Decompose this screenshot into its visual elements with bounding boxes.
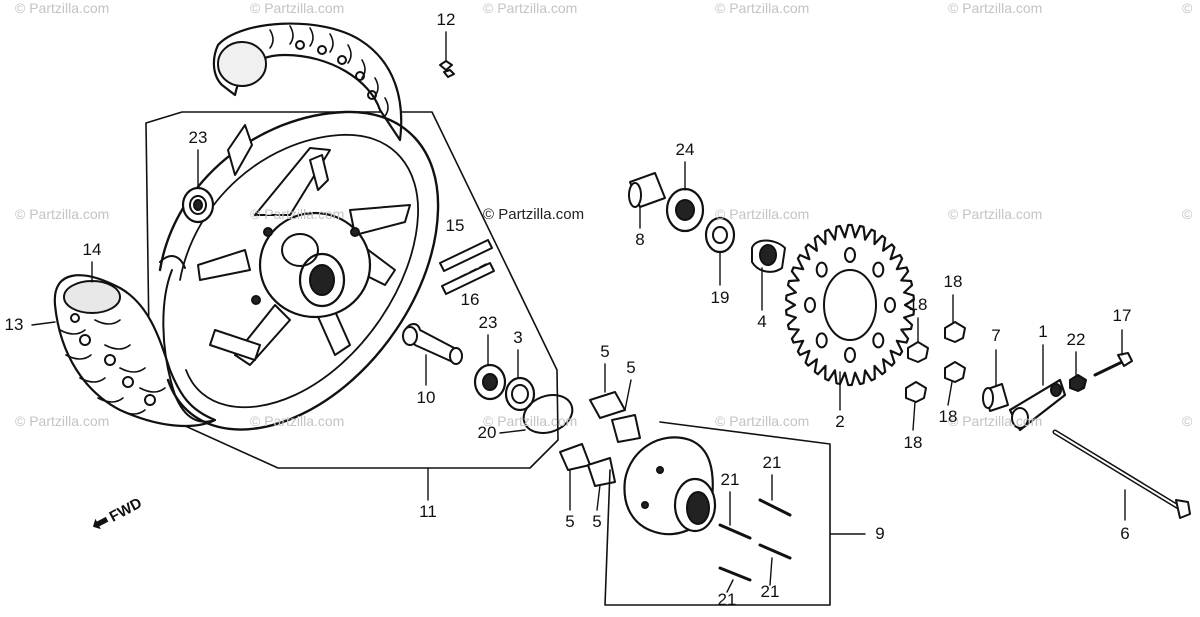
part-number-label: 18 bbox=[938, 407, 958, 426]
part-number-label: 5 bbox=[592, 512, 602, 531]
watermark-edge: © bbox=[1182, 413, 1193, 429]
watermark: © Partzilla.com bbox=[715, 206, 810, 222]
part-number-label: 20 bbox=[477, 423, 497, 442]
part-number-label: 19 bbox=[710, 288, 730, 307]
bearing-24 bbox=[665, 187, 705, 233]
center-watermark: © Partzilla.com bbox=[483, 206, 585, 223]
watermark-edge: © bbox=[1182, 0, 1193, 16]
o-ring-20 bbox=[522, 394, 574, 434]
part-number-label: 11 bbox=[419, 502, 437, 521]
part-number-label: 23 bbox=[478, 313, 498, 332]
watermark: © Partzilla.com bbox=[15, 413, 110, 429]
axle-6 bbox=[1052, 429, 1191, 519]
sprocket-hole bbox=[872, 332, 885, 349]
part-number-label: 13 bbox=[4, 315, 24, 334]
rear-tire bbox=[53, 274, 217, 428]
part-number-label: 23 bbox=[188, 128, 208, 147]
wheel-hub bbox=[251, 211, 372, 319]
sprocket-2 bbox=[785, 223, 915, 387]
part-number-label: 3 bbox=[513, 328, 523, 347]
part-number-label: 17 bbox=[1112, 306, 1132, 325]
watermark: © Partzilla.com bbox=[948, 0, 1043, 16]
part-number-label: 7 bbox=[991, 326, 1001, 345]
seal-3 bbox=[504, 376, 536, 412]
part-number-label: 21 bbox=[760, 582, 780, 601]
flange-assembly-outline bbox=[604, 421, 831, 606]
part-number-label: 21 bbox=[717, 590, 737, 609]
wheel-assembly-outline bbox=[145, 111, 559, 469]
part-number-label: 6 bbox=[1120, 524, 1130, 543]
part-number-label: 18 bbox=[943, 272, 963, 291]
part-number-label: 18 bbox=[903, 433, 923, 452]
part-number-label: 5 bbox=[565, 512, 575, 531]
bearing-23-top bbox=[181, 186, 215, 224]
part-number-label: 12 bbox=[436, 10, 456, 29]
distance-collar-4 bbox=[751, 239, 786, 273]
part-number-label: 10 bbox=[416, 388, 436, 407]
part-number-label: 14 bbox=[82, 240, 102, 259]
watermark: © Partzilla.com bbox=[250, 206, 345, 222]
watermark: © Partzilla.com bbox=[250, 0, 345, 16]
part-number-label: 2 bbox=[835, 412, 845, 431]
sprocket-hole bbox=[844, 347, 856, 363]
watermark-edge: © bbox=[1182, 206, 1193, 222]
sprocket-hole bbox=[844, 247, 856, 263]
part-number-label: 16 bbox=[460, 290, 480, 309]
collar-10 bbox=[402, 323, 463, 365]
collar-8 bbox=[628, 172, 666, 208]
part-number-label: 1 bbox=[1038, 322, 1048, 341]
watermark: © Partzilla.com bbox=[715, 413, 810, 429]
sprocket-hole bbox=[804, 297, 816, 313]
part-number-label: 8 bbox=[635, 230, 645, 249]
part-number-label: 15 bbox=[445, 216, 465, 235]
part-number-label: 9 bbox=[875, 524, 885, 543]
bearing-23-lower bbox=[473, 363, 507, 401]
part-number-label: 4 bbox=[757, 312, 767, 331]
tire-top-section bbox=[212, 22, 403, 142]
watermark: © Partzilla.com bbox=[15, 0, 110, 16]
watermark: © Partzilla.com bbox=[483, 0, 578, 16]
part-number-label: 24 bbox=[675, 140, 695, 159]
final-driven-flange bbox=[623, 436, 717, 536]
watermark: © Partzilla.com bbox=[715, 0, 810, 16]
leader-lines bbox=[31, 31, 1126, 593]
nut-22 bbox=[1069, 374, 1087, 392]
sprocket-hole bbox=[884, 297, 896, 313]
wheel-rim bbox=[158, 110, 440, 431]
bolt-17 bbox=[1093, 352, 1133, 377]
wheel-spokes bbox=[197, 147, 411, 366]
balance-weights-15-16 bbox=[439, 239, 495, 295]
nuts-18 bbox=[905, 321, 966, 403]
sprocket-hole bbox=[815, 332, 828, 349]
watermark: © Partzilla.com bbox=[483, 413, 578, 429]
watermark: © Partzilla.com bbox=[948, 413, 1043, 429]
part-number-label: 18 bbox=[908, 295, 928, 314]
part-number-label: 5 bbox=[626, 358, 636, 377]
watermark: © Partzilla.com bbox=[948, 206, 1043, 222]
sprocket-hole bbox=[815, 261, 828, 278]
part-number-label: 21 bbox=[762, 453, 782, 472]
collar-7 bbox=[982, 383, 1009, 412]
dampers-5 bbox=[559, 391, 641, 487]
seal-19 bbox=[704, 216, 736, 254]
watermark: © Partzilla.com bbox=[15, 206, 110, 222]
sprocket-hole bbox=[872, 261, 885, 278]
studs-21 bbox=[718, 498, 792, 582]
part-number-label: 21 bbox=[720, 470, 740, 489]
bolt-12 bbox=[439, 60, 455, 78]
part-number-label: 5 bbox=[600, 342, 610, 361]
watermark: © Partzilla.com bbox=[250, 413, 345, 429]
part-number-label: 22 bbox=[1066, 330, 1086, 349]
chain-adjuster-1 bbox=[1008, 378, 1067, 432]
